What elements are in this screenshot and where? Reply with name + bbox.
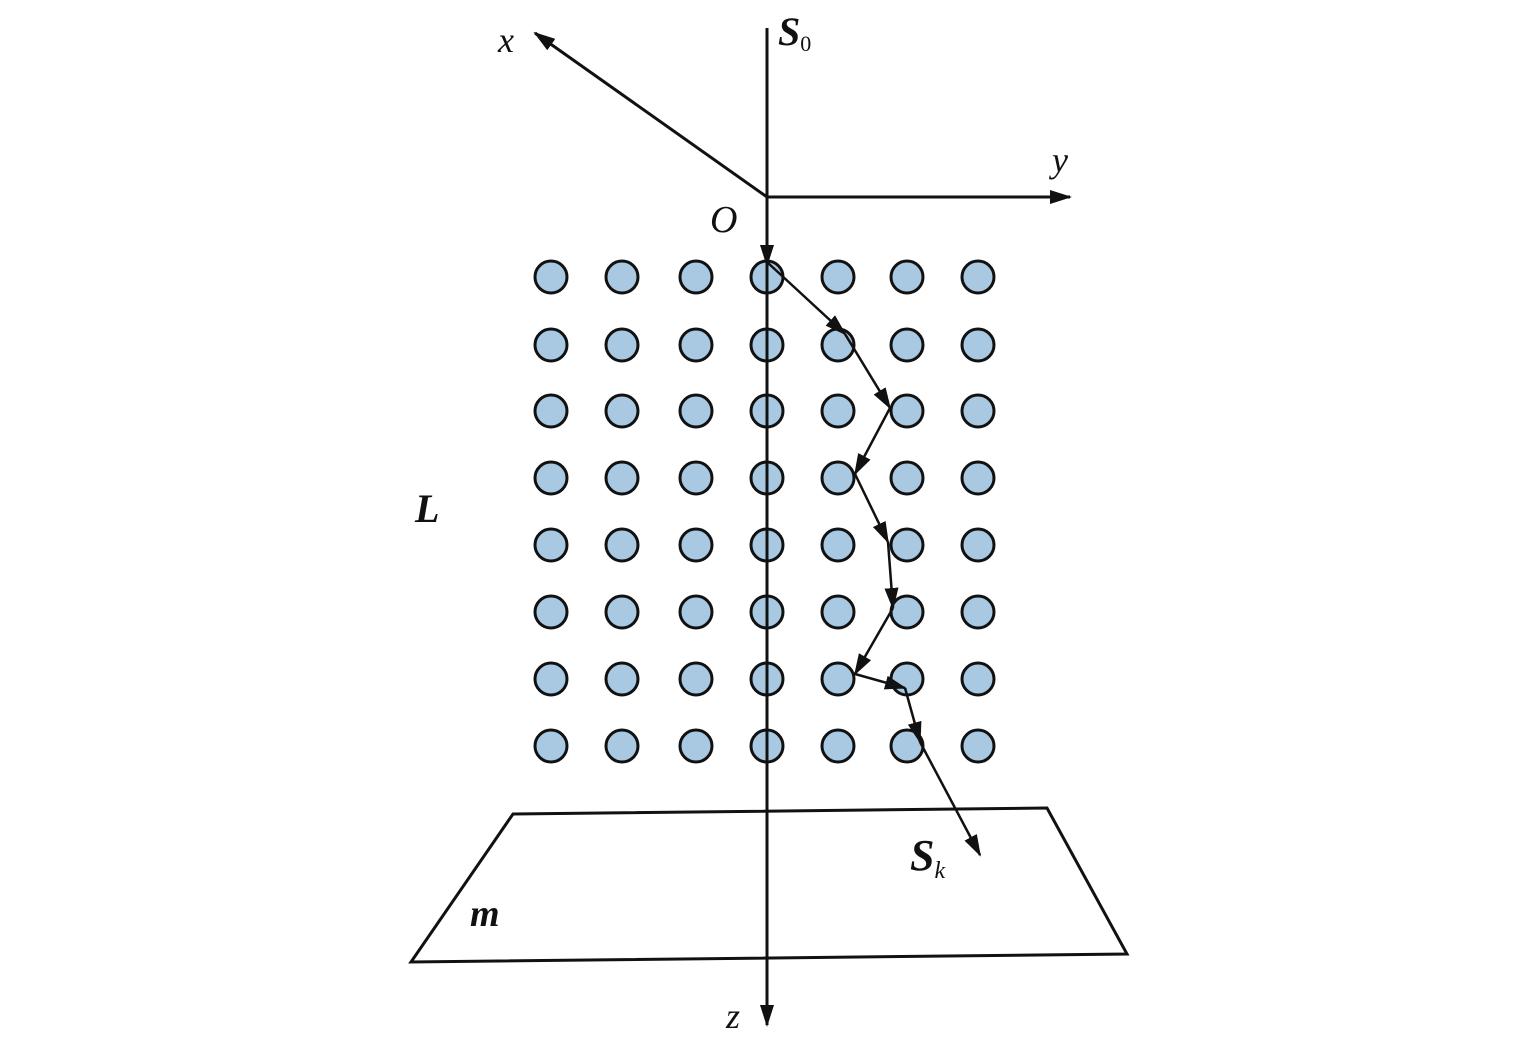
- particle: [604, 661, 640, 697]
- particle: [960, 259, 996, 295]
- z-axis-label: z: [725, 996, 740, 1036]
- particle: [820, 661, 856, 697]
- particle: [820, 327, 856, 363]
- x-axis-label: x: [497, 20, 514, 60]
- particle: [889, 527, 925, 563]
- particle: [889, 259, 925, 295]
- scatter-segment: [766, 261, 847, 336]
- particle: [820, 594, 856, 630]
- particle: [604, 259, 640, 295]
- particle: [889, 594, 925, 630]
- scatter-segment: [918, 741, 982, 857]
- particle: [960, 460, 996, 496]
- x-axis: [533, 31, 768, 199]
- particle: [533, 327, 569, 363]
- particle: [889, 661, 925, 697]
- particle-grid: [533, 259, 996, 764]
- particle: [678, 594, 714, 630]
- particle: [820, 259, 856, 295]
- particle: [533, 460, 569, 496]
- particle: [678, 460, 714, 496]
- particle: [533, 594, 569, 630]
- particle: [960, 594, 996, 630]
- particle: [604, 327, 640, 363]
- origin-label: O: [710, 199, 737, 241]
- particle: [604, 393, 640, 429]
- particle: [889, 393, 925, 429]
- particle: [678, 728, 714, 764]
- plane-m: [408, 806, 1130, 964]
- particle: [533, 527, 569, 563]
- scatter-label: Sk: [910, 831, 945, 884]
- particle: [604, 527, 640, 563]
- scatter-segment: [903, 687, 922, 744]
- particle: [960, 728, 996, 764]
- particle: [960, 661, 996, 697]
- particle: [678, 259, 714, 295]
- plane-label: m: [470, 893, 500, 935]
- scatter-segment: [884, 541, 899, 610]
- scatter-segment: [854, 672, 907, 690]
- particle: [533, 259, 569, 295]
- particle: [533, 393, 569, 429]
- particle: [820, 460, 856, 496]
- scattering-path: [766, 261, 982, 857]
- y-axis-label: y: [1049, 140, 1068, 180]
- particle: [678, 327, 714, 363]
- scatter-segment: [853, 607, 895, 676]
- particle: [889, 460, 925, 496]
- particle: [678, 393, 714, 429]
- particle: [533, 661, 569, 697]
- particle: [533, 728, 569, 764]
- particle: [820, 728, 856, 764]
- particle: [678, 661, 714, 697]
- particle: [960, 527, 996, 563]
- scatter-segment: [843, 333, 892, 410]
- particle: [678, 527, 714, 563]
- particle: [960, 393, 996, 429]
- particle: [820, 393, 856, 429]
- particle: [604, 594, 640, 630]
- particle: [820, 527, 856, 563]
- particle: [604, 728, 640, 764]
- layer-label: L: [414, 486, 439, 531]
- particle: [604, 460, 640, 496]
- source-label: S0: [778, 9, 811, 56]
- scatter-segment: [853, 407, 892, 476]
- scatter-segment: [853, 473, 890, 544]
- particle: [889, 327, 925, 363]
- particle: [960, 327, 996, 363]
